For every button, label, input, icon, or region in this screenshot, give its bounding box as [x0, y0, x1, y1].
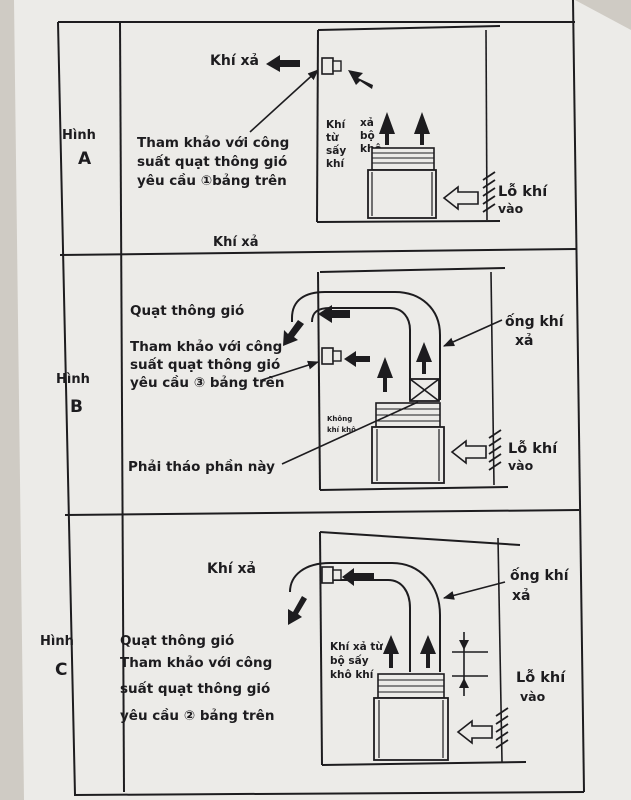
figure-a: Hình A Khí xả Tham khảo với công suất qu… [62, 25, 548, 223]
exhaust-duct-c-outer [289, 562, 441, 672]
ref-text-b-line3: yêu cầu ③ bảng trên [130, 374, 284, 391]
duct-label-c-line2: xả [512, 588, 530, 604]
table-frame [57, 0, 585, 796]
inlet-louver-b-icon [488, 429, 502, 471]
duct-label-b-line2: xả [515, 333, 533, 349]
up-arrow-a-2-icon [414, 112, 430, 145]
fan-label-c: Quạt thông gió [120, 633, 234, 649]
dryer-unit-a [367, 147, 437, 219]
leader-line-b-fan [261, 360, 320, 381]
inlet-louver-a-icon [482, 171, 496, 213]
ref-text-b-line2: suất quạt thông gió [130, 356, 280, 373]
dryer-label-a-col2-1: xả [360, 117, 374, 129]
figure-c: Hình C Khí xả ống khí xả Quạt thông gió … [40, 531, 570, 766]
dryer-label-a-col1-1: Khí [326, 119, 347, 131]
wall-left-a [316, 29, 319, 223]
leader-line-b-duct [442, 319, 503, 347]
small-label-b-line1: Không [327, 415, 352, 423]
up-arrow-b-2-icon [416, 342, 432, 374]
inlet-label-a-line1: Lỗ khí [498, 183, 548, 200]
fan-out-arrow-b-icon [283, 320, 304, 346]
ceiling-c [319, 531, 521, 546]
wall-left-c [319, 531, 323, 766]
up-arrow-b-1-icon [377, 357, 393, 392]
leader-line-c-duct [442, 581, 506, 600]
figure-b: Khí xả Hình B Quạt thông gió Tham khảo v… [56, 235, 565, 491]
floor-b [319, 486, 509, 491]
dryer-unit-b [371, 402, 445, 484]
row-label-c-line2: C [55, 660, 67, 680]
duct-label-b-line1: ống khí [505, 313, 565, 330]
dryer-unit-c [373, 673, 449, 761]
leader-line-b-remove [281, 401, 419, 465]
ref-text-c-line2: suất quạt thông gió [120, 680, 270, 697]
wall-right-a [485, 29, 488, 221]
wall-fan-b-icon [321, 347, 334, 365]
inlet-label-b-line1: Lỗ khí [508, 440, 558, 457]
dryer-label-a-col1-4: khí [326, 158, 345, 170]
wall-right-c [497, 537, 503, 763]
ref-text-b-line1: Tham khảo với công [130, 339, 282, 355]
up-arrow-c-2-icon [420, 635, 436, 668]
small-label-b-line2: khí khô [327, 426, 356, 434]
exhaust-label-c: Khí xả [207, 561, 256, 577]
fan-label-b: Quạt thông gió [130, 303, 244, 319]
ref-text-a-line1: Tham khảo với công [137, 135, 289, 151]
wall-fan-c-icon [321, 566, 334, 584]
up-arrow-a-1-icon [379, 112, 395, 145]
exhaust-arrow-a-icon [266, 55, 300, 72]
ceiling-b [319, 267, 506, 273]
inlet-label-a-line2: vào [498, 201, 524, 216]
up-arrow-c-1-icon [383, 635, 399, 668]
ref-text-a-line3: yêu cầu ①bảng trên [137, 172, 287, 189]
floor-c [321, 761, 527, 766]
ref-text-c-line3: yêu cầu ② bảng trên [120, 707, 274, 724]
inlet-louver-c-icon [495, 707, 509, 749]
row-label-a-line2: A [78, 149, 92, 169]
wall-left-b [317, 271, 321, 491]
remove-label-b: Phải tháo phần này [128, 458, 275, 475]
inflow-arrow-b-icon [344, 351, 370, 367]
clearance-dimension-c [452, 632, 488, 696]
duct-flow-arrow-b-icon [318, 305, 350, 323]
leader-line-a [249, 69, 319, 133]
exhaust-duct-b-inner [311, 307, 411, 400]
ceiling-a [317, 25, 501, 31]
wall-fan-a-icon [321, 57, 334, 75]
inlet-label-c-line1: Lỗ khí [516, 669, 566, 686]
row-label-a-line1: Hình [62, 128, 96, 143]
inlet-label-b-line2: vào [508, 458, 534, 473]
inflow-arrow-a-icon [348, 70, 373, 89]
fan-out-arrow-c-icon [288, 596, 307, 625]
duct-flow-arrow-c-icon [342, 568, 374, 586]
row-label-c-line1: Hình [40, 634, 74, 649]
dryer-label-c-line2: bộ sấy [330, 654, 369, 667]
inlet-arrow-b-icon [450, 439, 487, 465]
top-exhaust-label-b: Khí xả [213, 235, 258, 250]
inlet-arrow-c-icon [456, 719, 493, 745]
exhaust-duct-c-inner [325, 579, 411, 672]
wall-right-b [490, 271, 495, 486]
ref-text-a-line2: suất quạt thông gió [137, 153, 287, 170]
duct-label-c-line1: ống khí [510, 567, 570, 584]
inlet-arrow-a-icon [442, 185, 479, 211]
dryer-label-a-col1-2: từ [326, 132, 339, 144]
removable-part-b [409, 378, 440, 402]
exhaust-duct-b-outer [291, 291, 441, 400]
dryer-label-c-line3: khô khí [330, 669, 375, 681]
ref-text-c-line1: Tham khảo với công [120, 655, 272, 671]
exhaust-label-a: Khí xả [210, 53, 259, 69]
dryer-label-a-col2-2: bộ [360, 130, 375, 142]
inlet-label-c-line2: vào [520, 689, 546, 704]
row-label-b-line1: Hình [56, 372, 90, 387]
row-label-b-line2: B [70, 397, 83, 417]
dryer-label-c-line1: Khí xả từ [330, 641, 383, 653]
floor-a [316, 220, 501, 223]
dryer-label-a-col1-3: sấy [326, 144, 346, 157]
